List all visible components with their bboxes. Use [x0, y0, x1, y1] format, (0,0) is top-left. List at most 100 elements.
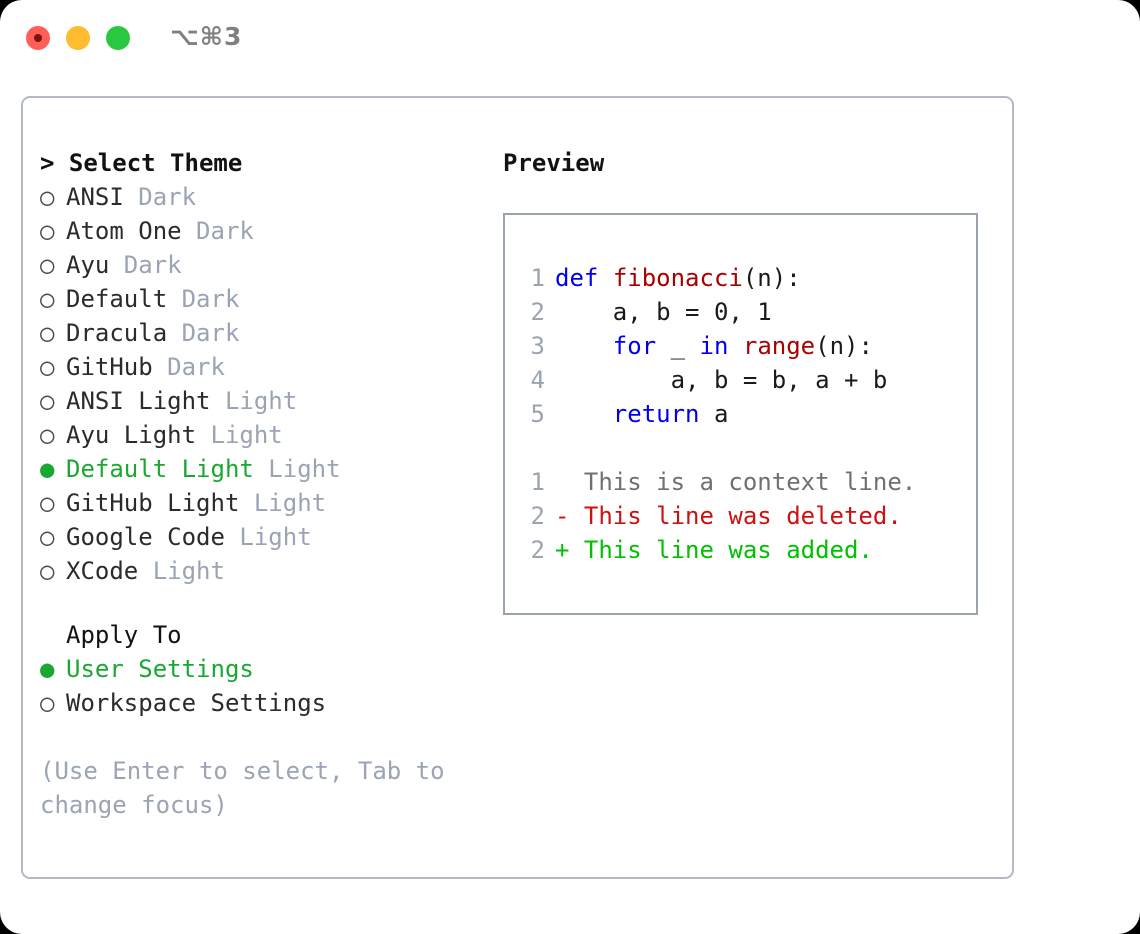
radio-unselected-icon: ○ — [40, 217, 55, 245]
theme-option-ansi-light[interactable]: ○ ANSI Light Light — [40, 384, 480, 418]
code-line: 5 return a — [523, 397, 916, 431]
radio-unselected-icon: ○ — [40, 353, 55, 381]
diff-line-text: - This line was deleted. — [555, 502, 902, 530]
theme-option-github[interactable]: ○GitHub Dark — [40, 350, 480, 384]
theme-option-label: Atom One — [66, 217, 182, 245]
code-token: (n): — [742, 264, 801, 292]
hint-spacer — [40, 720, 480, 754]
apply-to-option-user-settings[interactable]: ● User Settings — [40, 652, 480, 686]
diff-line-number: 1 — [530, 468, 545, 496]
theme-option-tag: Light — [138, 557, 225, 585]
theme-option-label: Ayu Light — [66, 421, 197, 449]
list-spacer — [40, 588, 480, 618]
minimize-window-button[interactable] — [66, 26, 90, 50]
code-token: a — [699, 400, 729, 428]
code-token: for — [612, 332, 657, 360]
theme-option-ansi[interactable]: ○ ANSI Dark — [40, 180, 480, 214]
theme-option-tag: Light — [224, 523, 312, 551]
code-token: (n): — [815, 332, 873, 360]
theme-option-tag: Light — [253, 455, 341, 483]
radio-unselected-icon: ○ — [40, 183, 55, 211]
radio-unselected-icon: ○ — [40, 285, 55, 313]
apply-to-option-list[interactable]: ● User Settings ○ Workspace Settings — [40, 652, 480, 720]
code-token: a, b = b, a + b — [555, 366, 888, 394]
preview-title: Preview — [503, 149, 605, 177]
theme-option-label: Default Light — [66, 455, 254, 483]
apply-to-label: Apply To — [66, 621, 182, 649]
radio-unselected-icon: ○ — [40, 421, 55, 449]
diff-line-number: 2 — [530, 536, 545, 564]
code-line: 3 for _ in range(n): — [523, 329, 916, 363]
code-blank-line — [523, 431, 916, 465]
theme-option-tag: Dark — [152, 353, 225, 381]
theme-option-tag: Dark — [109, 251, 182, 279]
code-token: fibonacci — [612, 264, 743, 292]
theme-list-column: > Select Theme ○ANSI Dark○Atom One Dark○… — [40, 146, 480, 822]
diff-line: 2 + This line was added. — [523, 533, 916, 567]
theme-option-github-light[interactable]: ○ GitHub Light Light — [40, 486, 480, 520]
code-token: return — [612, 400, 700, 428]
keyboard-hint-text: (Use Enter to select, Tab to change focu… — [40, 757, 460, 819]
apply-to-option-label: Workspace Settings — [66, 689, 327, 717]
apply-to-option-workspace-settings[interactable]: ○ Workspace Settings — [40, 686, 480, 720]
theme-option-google-code[interactable]: ○ Google Code Light — [40, 520, 480, 554]
code-line-number: 4 — [530, 366, 545, 394]
theme-option-atom-one[interactable]: ○Atom One Dark — [40, 214, 480, 248]
keyboard-shortcut-label: ⌥⌘3 — [170, 22, 243, 51]
diff-line-number: 2 — [530, 502, 545, 530]
diff-line: 1 This is a context line. — [523, 465, 917, 499]
code-line-number: 2 — [530, 298, 545, 326]
theme-picker-panel: > Select Theme ○ANSI Dark○Atom One Dark○… — [21, 96, 1014, 879]
theme-option-tag: Dark — [167, 319, 240, 347]
code-line-number: 5 — [530, 400, 545, 428]
diff-line-text: This is a context line. — [555, 468, 917, 496]
theme-option-label: Dracula — [66, 319, 168, 347]
theme-option-label: GitHub Light — [66, 489, 240, 517]
code-line: 2 a, b = 0, 1 — [523, 295, 916, 329]
theme-option-tag: Light — [210, 387, 298, 415]
radio-unselected-icon: ○ — [40, 319, 55, 347]
diff-line-text: + This line was added. — [555, 536, 873, 564]
code-token: range — [742, 332, 816, 360]
theme-option-label: ANSI — [66, 183, 124, 211]
maximize-window-button[interactable] — [106, 26, 130, 50]
code-token — [598, 264, 612, 292]
code-line: 1 def fibonacci(n): — [523, 261, 916, 295]
theme-option-label: Google Code — [66, 523, 225, 551]
theme-option-label: Ayu — [66, 251, 110, 279]
code-line-number: 1 — [530, 264, 545, 292]
theme-option-xcode[interactable]: ○XCode Light — [40, 554, 480, 588]
theme-option-tag: Dark — [167, 285, 240, 313]
radio-unselected-icon: ○ — [40, 489, 55, 517]
apply-to-option-label: User Settings — [66, 655, 254, 683]
code-line-number: 3 — [530, 332, 545, 360]
radio-unselected-icon: ○ — [40, 387, 55, 415]
close-window-button[interactable] — [26, 26, 50, 50]
theme-option-ayu-light[interactable]: ○Ayu Light Light — [40, 418, 480, 452]
radio-selected-icon: ● — [40, 455, 55, 483]
title-bar: ⌥⌘3 — [0, 0, 1140, 76]
theme-option-ayu[interactable]: ○ Ayu Dark — [40, 248, 480, 282]
theme-option-dracula[interactable]: ○ Dracula Dark — [40, 316, 480, 350]
code-token — [555, 400, 613, 428]
code-token — [728, 332, 742, 360]
theme-option-tag: Dark — [123, 183, 197, 211]
radio-unselected-icon: ○ — [40, 251, 55, 279]
radio-unselected-icon: ○ — [40, 689, 55, 717]
code-token: def — [555, 264, 599, 292]
code-token: in — [699, 332, 729, 360]
code-token: a, b = 0, 1 — [555, 298, 772, 326]
radio-unselected-icon: ○ — [40, 523, 55, 551]
theme-option-default-light[interactable]: ● Default Light Light — [40, 452, 480, 486]
theme-option-default[interactable]: ○ Default Dark — [40, 282, 480, 316]
radio-selected-icon: ● — [40, 655, 55, 683]
theme-option-label: ANSI Light — [66, 387, 211, 415]
theme-option-tag: Light — [239, 489, 327, 517]
theme-option-list[interactable]: ○ ANSI Dark ○ Atom One Dark ○ Ayu Dark ○ Defaul… — [40, 180, 480, 588]
radio-unselected-icon: ○ — [40, 557, 55, 585]
theme-option-label: Default — [66, 285, 168, 313]
code-token: _ — [656, 332, 700, 360]
